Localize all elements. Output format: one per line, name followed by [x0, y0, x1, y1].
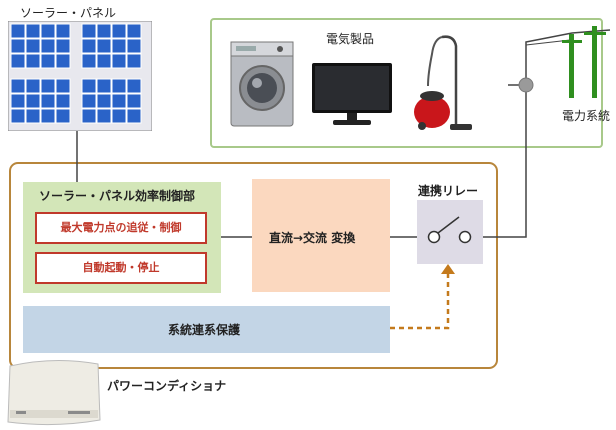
grid-label: 電力系統 [562, 109, 611, 123]
television-icon [312, 63, 392, 125]
power-conditioner-frame [9, 162, 498, 369]
appliance-frame [210, 18, 603, 148]
auto-start-label: 自動起動・停止 [82, 261, 160, 274]
relay-grid-line [470, 85, 527, 238]
utility-pole-icon [562, 26, 606, 98]
protection-relay-arrow [390, 272, 450, 330]
vacuum-cleaner-icon [414, 35, 472, 130]
dc-ac-converter [252, 179, 390, 292]
solar-panel-label: ソーラー・パネル [20, 6, 117, 20]
dc-ac-converter-label: 直流→交流 変換 [269, 231, 356, 245]
relay-label: 連携リレー [418, 184, 479, 198]
mppt-box: 最大電力点の追従・制御 [35, 212, 207, 244]
mppt-label: 最大電力点の追従・制御 [60, 221, 182, 234]
relay-switch-icon [427, 216, 472, 244]
auto-start-box: 自動起動・停止 [35, 252, 207, 284]
junction-node [518, 77, 534, 93]
appliances-label: 電気製品 [326, 32, 375, 46]
relay-box [417, 200, 483, 264]
solar-panel-icon [8, 21, 152, 131]
power-conditioner-icon [7, 359, 101, 426]
grid-protection-label: 系統連系保護 [168, 323, 241, 337]
washing-machine-icon [230, 41, 294, 127]
junction-pole-line [525, 29, 611, 85]
power-conditioner-label: パワーコンディショナ [107, 379, 227, 393]
grid-protection-unit [23, 306, 390, 353]
efficiency-control-title: ソーラー・パネル効率制御部 [39, 189, 196, 203]
